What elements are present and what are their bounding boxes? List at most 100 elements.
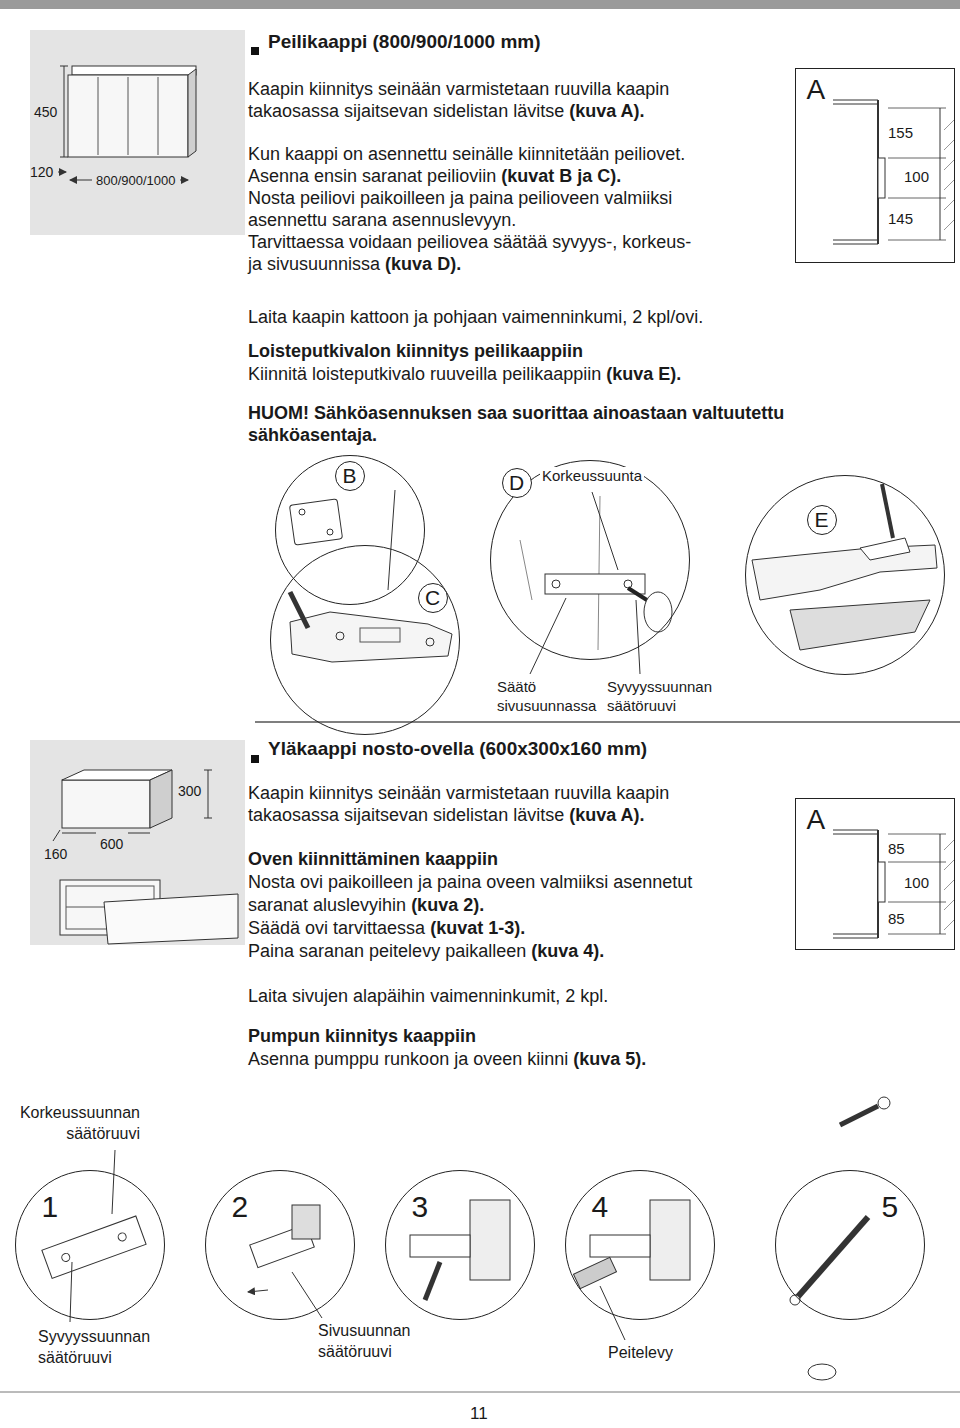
art-circle — [117, 1232, 127, 1242]
art-path — [530, 598, 566, 674]
instruction-text: Paina saranan peitelevy paikalleen — [248, 941, 526, 961]
dimension-block: 160 — [44, 846, 67, 863]
art-circle — [624, 580, 632, 588]
art-path — [290, 592, 308, 628]
instruction-text: Laita kaapin kattoon ja pohjaan vaimenni… — [248, 307, 703, 327]
dimension-block: 100 — [902, 168, 931, 185]
figure-caption: Syvyyssuunnan säätöruuvi — [607, 678, 712, 714]
page-number-block: 11 — [470, 1404, 488, 1424]
art-ellipse — [808, 1364, 836, 1380]
section-heading: Yläkaappi nosto-ovella (600x300x160 mm) — [268, 738, 647, 759]
art-rect — [289, 499, 342, 545]
art-rect — [68, 75, 188, 157]
instruction-text: Asenna ensin saranat peilioviin — [248, 166, 496, 186]
figure-circle: E — [745, 475, 945, 675]
art-rect — [251, 755, 259, 763]
dimension-block: 85 — [886, 910, 907, 927]
figure-letter: B — [335, 461, 365, 491]
dimension: 300 — [178, 783, 201, 799]
art-path — [940, 108, 941, 240]
art-path — [180, 180, 188, 181]
art-line — [255, 721, 960, 723]
dimension-block: 145 — [886, 210, 915, 227]
art-path — [520, 540, 532, 600]
art-polygon — [188, 69, 196, 157]
art-rect — [30, 740, 245, 945]
figure-letter: 3 — [412, 1192, 429, 1222]
dimension-block: 600 — [100, 836, 123, 853]
art-path — [204, 770, 212, 818]
art-line — [0, 1392, 960, 1393]
art-path — [248, 1290, 268, 1292]
art-path — [888, 108, 946, 240]
instruction-text: (kuva 4). — [531, 941, 604, 961]
figure-letter: A — [807, 806, 826, 834]
art-rect — [30, 30, 245, 235]
figure-caption: Peitelevy — [608, 1344, 673, 1361]
art-path — [98, 77, 158, 155]
figure-caption: Sivusuunnan säätöruuvi — [318, 1322, 411, 1360]
figure-caption-block: Korkeussuunnan säätöruuvi — [4, 1102, 140, 1144]
art-polygon — [752, 545, 937, 600]
art-rect — [0, 0, 960, 9]
dimension: 800/900/1000 — [96, 173, 176, 188]
art-rect — [251, 47, 259, 55]
art-path — [795, 1217, 868, 1300]
art-path — [944, 840, 954, 930]
dimension-block: 300 — [178, 783, 201, 800]
figure-caption-block: Sivusuunnan säätöruuvi — [318, 1320, 448, 1362]
dimension-block: 800/900/1000 — [96, 173, 176, 189]
dimension: 85 — [888, 840, 905, 857]
art-circle — [327, 529, 333, 535]
figure-caption: Säätö sivusuunnassa — [497, 678, 596, 714]
figure-letter: 5 — [882, 1192, 899, 1222]
dimension: 160 — [44, 846, 67, 862]
art-circle — [336, 632, 344, 640]
instruction-text-block: Oven kiinnittäminen kaappiinNosta ovi pa… — [248, 848, 728, 963]
instruction-text: Pumpun kiinnitys kaappiin — [248, 1026, 476, 1046]
figure-letter: 2 — [232, 1192, 249, 1222]
art-path — [636, 600, 640, 674]
instruction-text: Laita sivujen alapäihin vaimenninkumit, … — [248, 986, 608, 1006]
art-path — [940, 834, 941, 934]
art-rect — [590, 1235, 650, 1257]
figure-caption: Korkeussuunta — [542, 467, 642, 484]
instruction-text: Säädä ovi tarvittaessa — [248, 918, 425, 938]
dimension: 145 — [888, 210, 913, 227]
figure-circle: C — [270, 545, 460, 735]
figure-letter: 1 — [42, 1192, 59, 1222]
art-rect — [470, 1200, 510, 1280]
dimension-block: 155 — [886, 124, 915, 141]
figure-caption-block: Syvyyssuunnan säätöruuvi — [607, 677, 727, 715]
step-circle: 1 — [15, 1170, 165, 1320]
figure-letter: E — [807, 505, 837, 535]
art-rect — [410, 1235, 470, 1257]
art-circle — [61, 1252, 71, 1262]
art-rect — [573, 1257, 616, 1288]
art-polygon — [150, 770, 172, 828]
step-circle: 3 — [385, 1170, 535, 1320]
dimension: 450 — [34, 104, 57, 120]
art-rect — [292, 1205, 320, 1239]
dimension: 85 — [888, 910, 905, 927]
art-path — [944, 120, 954, 230]
art-path — [840, 1106, 878, 1125]
figure-letter: D — [502, 468, 532, 498]
instruction-text: Nosta peiliovi paikoilleen ja paina peil… — [248, 188, 672, 230]
instruction-text-block: Kun kaappi on asennettu seinälle kiinnit… — [248, 143, 708, 275]
instruction-text-block: Kaapin kiinnitys seinään varmistetaan ru… — [248, 782, 718, 826]
dimension: 100 — [904, 874, 929, 891]
art-path — [888, 834, 946, 934]
art-polygon — [290, 612, 452, 662]
instruction-text-block: Loisteputkivalon kiinnitys peilikaappiin… — [248, 340, 788, 386]
art-path — [70, 1262, 72, 1322]
instruction-text-block: Laita kaapin kattoon ja pohjaan vaimenni… — [248, 306, 808, 328]
art-path — [388, 490, 395, 590]
figure-frame: A — [795, 68, 955, 263]
dimension: 100 — [904, 168, 929, 185]
dimension: 600 — [100, 836, 123, 852]
figure-caption-block: Syvyyssuunnan säätöruuvi — [38, 1326, 168, 1368]
section-heading-block: Peilikaappi (800/900/1000 mm) — [268, 30, 868, 54]
dimension-block: 100 — [902, 874, 931, 891]
art-path — [592, 492, 618, 570]
